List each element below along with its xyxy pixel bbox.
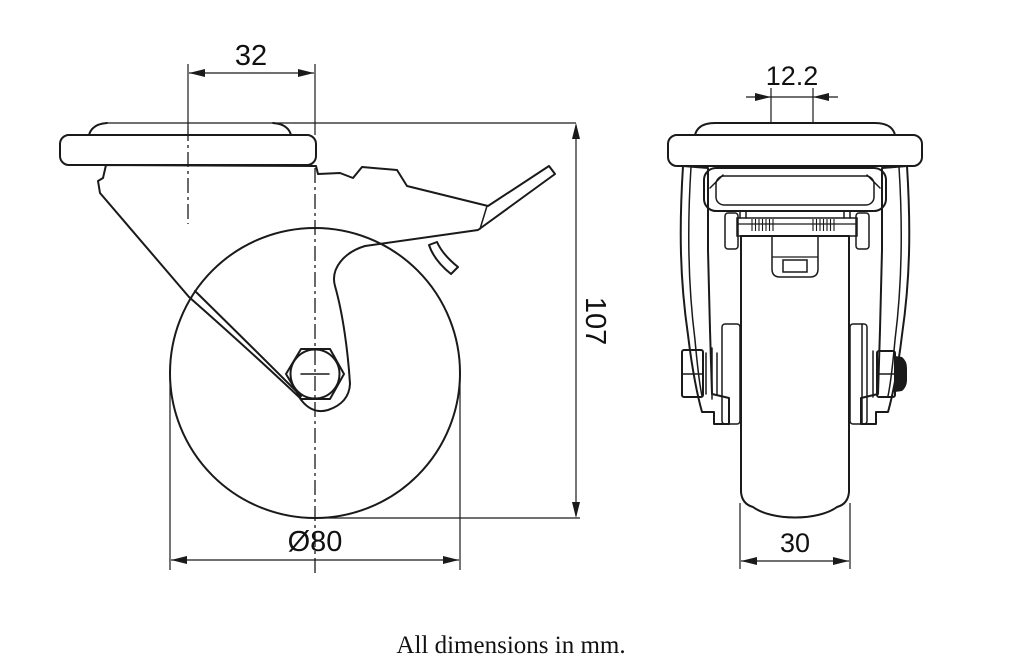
- axle-nut: [285, 348, 345, 400]
- dimension-80: Ø80: [169, 378, 461, 570]
- arrow-down-icon: [572, 502, 580, 518]
- fork-edge-line: [194, 290, 302, 397]
- axle-nut-left-lines: [681, 347, 718, 400]
- dim-label-diameter: Ø80: [288, 526, 343, 558]
- plate-dome-front: [694, 122, 896, 136]
- brake-tab-window: [782, 259, 808, 273]
- arrow-right-icon: [298, 69, 314, 77]
- dimension-32: 32: [189, 40, 314, 77]
- axle-cap: [895, 356, 907, 392]
- arrow-left-icon: [171, 556, 187, 564]
- arrow-left-icon: [813, 93, 829, 101]
- arrow-up-icon: [572, 123, 580, 139]
- arrow-left-icon: [741, 557, 757, 565]
- swivel-head: [703, 167, 887, 212]
- axle-nut-right-lines: [872, 350, 896, 398]
- bar-bracket-right: [855, 212, 870, 250]
- swivel-head-inner: [715, 175, 875, 206]
- fork-leg-left-contour: [687, 166, 703, 397]
- head-corner-notches: [709, 174, 881, 189]
- top-plate-front: [667, 134, 923, 167]
- dim-label-32: 32: [235, 40, 267, 72]
- swivel-fork: [97, 164, 556, 413]
- brake-tab: [771, 235, 819, 278]
- dim-label-bolt-hole: 12.2: [766, 61, 819, 91]
- dimensions-note: All dimensions in mm.: [396, 632, 625, 658]
- hub-plate-right: [849, 323, 868, 425]
- dimension-30: 30: [739, 503, 851, 569]
- wheel-front: [740, 235, 850, 519]
- fork-leg-right-contour: [887, 166, 903, 397]
- dim-label-width: 30: [780, 528, 810, 558]
- arrow-left-icon: [189, 69, 205, 77]
- dimension-107: 107: [107, 122, 611, 519]
- hub-plate-left: [721, 323, 741, 425]
- arrow-right-icon: [755, 93, 771, 101]
- side-view: 32 107 Ø80: [59, 40, 611, 577]
- arrow-right-icon: [833, 557, 849, 565]
- bar-bracket-left: [724, 212, 739, 250]
- arrow-right-icon: [443, 556, 459, 564]
- dim-label-107: 107: [579, 297, 611, 345]
- dimension-12-2: 12.2: [746, 61, 838, 122]
- head-bar-connectors: [739, 210, 851, 219]
- axle-nut-circle: [289, 348, 341, 400]
- brake-hook: [428, 241, 459, 275]
- front-view: 12.2 30: [667, 61, 923, 569]
- plate-dome: [88, 122, 292, 136]
- housing-tip-edge: [479, 205, 488, 230]
- knurl-ticks: [751, 219, 835, 231]
